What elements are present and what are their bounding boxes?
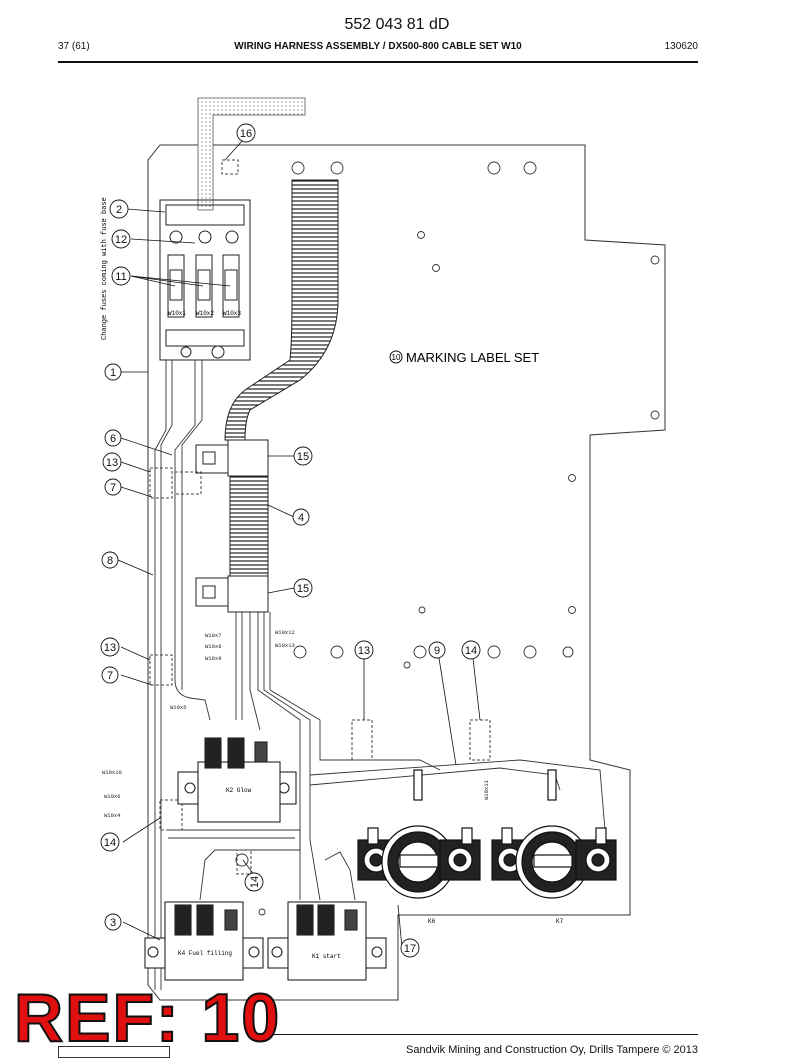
relay-k4-label: K4 Fuel filling [178,950,232,957]
callout-13-a: 13 [106,457,118,469]
wire-label-w10x6: W10x6 [104,793,121,800]
wire-labels: W10x7 W10x8 W10x9 W10x12 W10x13 W10x5 W1… [102,629,490,819]
callout-numbers: 16 2 12 11 1 6 13 7 8 15 4 15 13 7 13 9 … [104,128,477,955]
fuse-label-3: W10x3 [223,310,241,317]
footer-rule [250,1034,698,1035]
channel-clip [221,159,239,175]
fuse-note: Change fuses coming with fuse base [101,197,109,340]
wire-label-w10x12: W10x12 [275,629,295,636]
callout-13-b: 13 [104,642,116,654]
clamp-upper [195,439,269,477]
wire-label-w10x8: W10x8 [205,643,222,650]
header-rule [58,61,698,63]
callout-17: 17 [404,943,416,955]
fuse-label-1: W10x1 [168,310,186,317]
clamp-lower [195,575,269,613]
cable-channel [197,97,306,211]
callout-14-a: 14 [465,645,477,657]
relay-k7-label: K7 [556,918,564,925]
wire-label-w10x4: W10x4 [104,812,121,819]
callout-16: 16 [240,128,252,140]
callout-14-c: 14 [104,837,116,849]
relay-k2-label: K2 Glow [226,787,252,794]
mounting-plate [147,144,666,1001]
footer-copyright: Sandvik Mining and Construction Oy, Dril… [406,1044,698,1056]
marking-callout: 10 [392,353,401,362]
fuse-label-2: W10x2 [196,310,214,317]
wire-label-w10x13: W10x13 [275,642,295,649]
relay-k7 [491,769,617,899]
callout-13-c: 13 [358,645,370,657]
marking-callout-circle [389,350,403,364]
leader-lines [117,139,481,949]
callout-3: 3 [110,917,116,929]
wire-label-w10x7: W10x7 [205,632,222,639]
relay-k6-label: K6 [428,918,436,925]
corrugated-hose-upper [224,179,339,441]
header-row: 37 (61) WIRING HARNESS ASSEMBLY / DX500-… [58,41,698,57]
wire-label-w10x9: W10x9 [205,655,222,662]
callout-7-a: 7 [110,482,116,494]
callout-11: 11 [115,271,126,283]
callout-14-b: 14 [249,876,261,888]
callout-8: 8 [107,555,113,567]
callout-9: 9 [434,645,440,657]
clip-groups [149,467,491,875]
relay-k6 [357,769,481,899]
relay-k1-label: K1 start [312,953,341,960]
relay-k4 [144,901,264,981]
page-indicator: 37 (61) [58,41,90,52]
wire-label-w10x11: W10x11 [483,779,490,800]
callout-2: 2 [116,204,122,216]
marking-label: MARKING LABEL SET [406,350,539,365]
plate-holes [235,161,660,916]
relay-k2 [177,737,297,823]
harness-wires [154,360,606,990]
callout-1: 1 [110,367,116,379]
callout-15-b: 15 [297,583,309,595]
wire-label-w10x5: W10x5 [170,704,187,711]
callout-6: 6 [110,433,116,445]
wire-label-w10x10: W10x10 [102,769,122,776]
document-number: 552 043 81 dD [344,16,450,33]
relay-k1 [267,901,387,981]
corrugated-hose-lower [229,475,269,577]
callout-7-b: 7 [107,670,113,682]
callout-circles [100,123,481,958]
reference-stamp: REF: 10 [13,980,282,1056]
callout-4: 4 [298,512,304,524]
document-date: 130620 [664,41,698,52]
document-title: WIRING HARNESS ASSEMBLY / DX500-800 CABL… [234,41,522,52]
callout-12: 12 [115,234,127,246]
callout-15-a: 15 [297,451,309,463]
